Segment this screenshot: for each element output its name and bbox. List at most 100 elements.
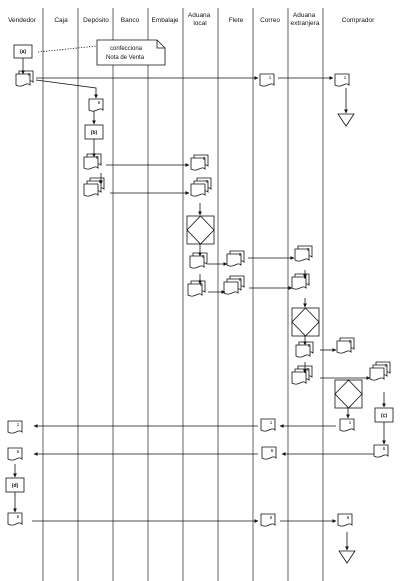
svg-text:Nota de Venta: Nota de Venta <box>106 55 145 61</box>
control-diamond-comprador <box>334 379 363 409</box>
svg-text:(c): (c) <box>381 413 387 419</box>
doc-correo-original: 1 <box>259 73 275 87</box>
lane-separators <box>42 8 324 581</box>
svg-text:(a): (a) <box>20 49 26 55</box>
doc-correo-return-b: 6 <box>261 446 277 460</box>
document-sheet <box>259 73 275 87</box>
doc-correo-return-a: 1 <box>260 418 276 432</box>
document-sheet <box>261 446 277 460</box>
archive-triangle-bottom <box>338 550 356 564</box>
document-copy-mark: 6 <box>347 515 350 520</box>
process-a: (a) <box>13 44 33 59</box>
document-copy-mark: 1 <box>349 420 352 425</box>
doc-aduana-local-c: 6 <box>189 252 208 269</box>
document-copy-mark: 6 <box>17 449 20 454</box>
document-sheet <box>373 444 389 458</box>
document-copy-mark: 6 <box>202 254 205 259</box>
doc-comprador-d: 6 <box>373 444 389 458</box>
document-sheet <box>336 340 352 354</box>
doc-comprador-b: 6 <box>369 361 391 381</box>
document-sheet <box>295 344 311 358</box>
document-sheet <box>15 73 31 87</box>
lane-label-aduana-local: Aduana local <box>188 12 212 27</box>
document-copy-mark: 6 <box>349 339 352 344</box>
doc-vendedor-final: 6 <box>7 512 23 526</box>
archive-triangle-top <box>337 113 355 127</box>
document-sheet <box>190 183 206 197</box>
lane-label-correo: Correo <box>260 17 280 24</box>
document-sheet <box>337 513 353 527</box>
document-sheet <box>260 513 276 527</box>
document-sheet <box>291 276 307 290</box>
document-sheet <box>7 512 23 526</box>
document-sheet <box>226 253 242 267</box>
document-copy-mark: 6 <box>385 363 388 368</box>
process-d: (d) <box>5 477 25 493</box>
document-copy-mark: 6 <box>200 282 203 287</box>
lane-label-banco: Banco <box>121 17 140 24</box>
control-diamond-aduana-local <box>186 215 215 245</box>
control-diamond-aduana-extranjera <box>291 307 320 337</box>
lane-label-vendedor: Vendedor <box>8 17 37 24</box>
document-sheet <box>369 367 385 381</box>
doc-aduana-local-a: 6 <box>190 154 209 171</box>
lane-label-flete: Flete <box>229 17 244 24</box>
process-b: (b) <box>84 124 104 140</box>
document-copy-mark: 1 <box>270 420 273 425</box>
process-label-a: (a) <box>20 49 26 55</box>
doc-vendedor-return-a: 1 <box>7 420 23 434</box>
document-sheet <box>223 281 239 295</box>
document-copy-mark: 1 <box>269 75 272 80</box>
document-copy-mark: 6 <box>271 448 274 453</box>
document-copy-mark: 6 <box>383 446 386 451</box>
doc-deposito-copia: 6 <box>88 98 104 112</box>
svg-text:(b): (b) <box>91 130 98 136</box>
annotation-note: confecciona Nota de Venta <box>37 39 166 66</box>
lane-label-embalaje: Embalaje <box>151 17 178 24</box>
process-label-b: (b) <box>91 130 98 136</box>
document-copy-mark: 6 <box>28 72 31 77</box>
doc-aduana-extranjera-c: 6 <box>295 341 314 358</box>
doc-aduana-local-d: 6 <box>187 280 206 297</box>
doc-comprador-original: 1 <box>334 73 350 87</box>
doc-flete-a: 6 <box>226 250 245 267</box>
document-copy-mark: 6 <box>239 277 242 282</box>
document-sheet <box>187 283 203 297</box>
doc-vendedor-nota-venta: 6 <box>15 70 34 87</box>
document-sheet <box>88 98 104 112</box>
doc-aduana-extranjera-d: 6 <box>291 365 313 385</box>
document-sheet <box>260 418 276 432</box>
document-copy-mark: 6 <box>98 100 101 105</box>
lane-label-deposito: Depósito <box>83 17 109 24</box>
document-sheet <box>83 183 99 197</box>
svg-text:(d): (d) <box>12 483 19 489</box>
document-copy-mark: 6 <box>239 252 242 257</box>
doc-flete-b: 6 <box>223 275 245 295</box>
document-copy-mark: 1 <box>17 422 20 427</box>
annotation-line-2: Nota de Venta <box>106 55 145 61</box>
lane-label-comprador: Comprador <box>342 17 375 24</box>
document-copy-mark: 6 <box>307 367 310 372</box>
doc-comprador-final: 6 <box>337 513 353 527</box>
process-label-d: (d) <box>12 483 19 489</box>
lane-headers: Vendedor Caja Depósito Banco Embalaje Ad… <box>8 12 375 27</box>
doc-aduana-extranjera-a: 6 <box>294 245 313 262</box>
doc-comprador-c: 1 <box>339 418 355 432</box>
document-sheet <box>190 157 206 171</box>
document-sheet <box>291 371 307 385</box>
doc-correo-final: 6 <box>260 513 276 527</box>
document-copy-mark: 6 <box>308 343 311 348</box>
process-label-c: (c) <box>381 413 387 419</box>
doc-vendedor-return-b: 6 <box>7 447 23 461</box>
document-copy-mark: 6 <box>307 247 310 252</box>
doc-deposito-a: 6 <box>83 153 102 170</box>
document-copy-mark: 6 <box>96 155 99 160</box>
document-sheet <box>7 447 23 461</box>
doc-deposito-b: 6 <box>83 177 105 197</box>
document-copy-mark: 6 <box>203 156 206 161</box>
process-c: (c) <box>374 407 394 423</box>
document-copy-mark: 6 <box>206 179 209 184</box>
